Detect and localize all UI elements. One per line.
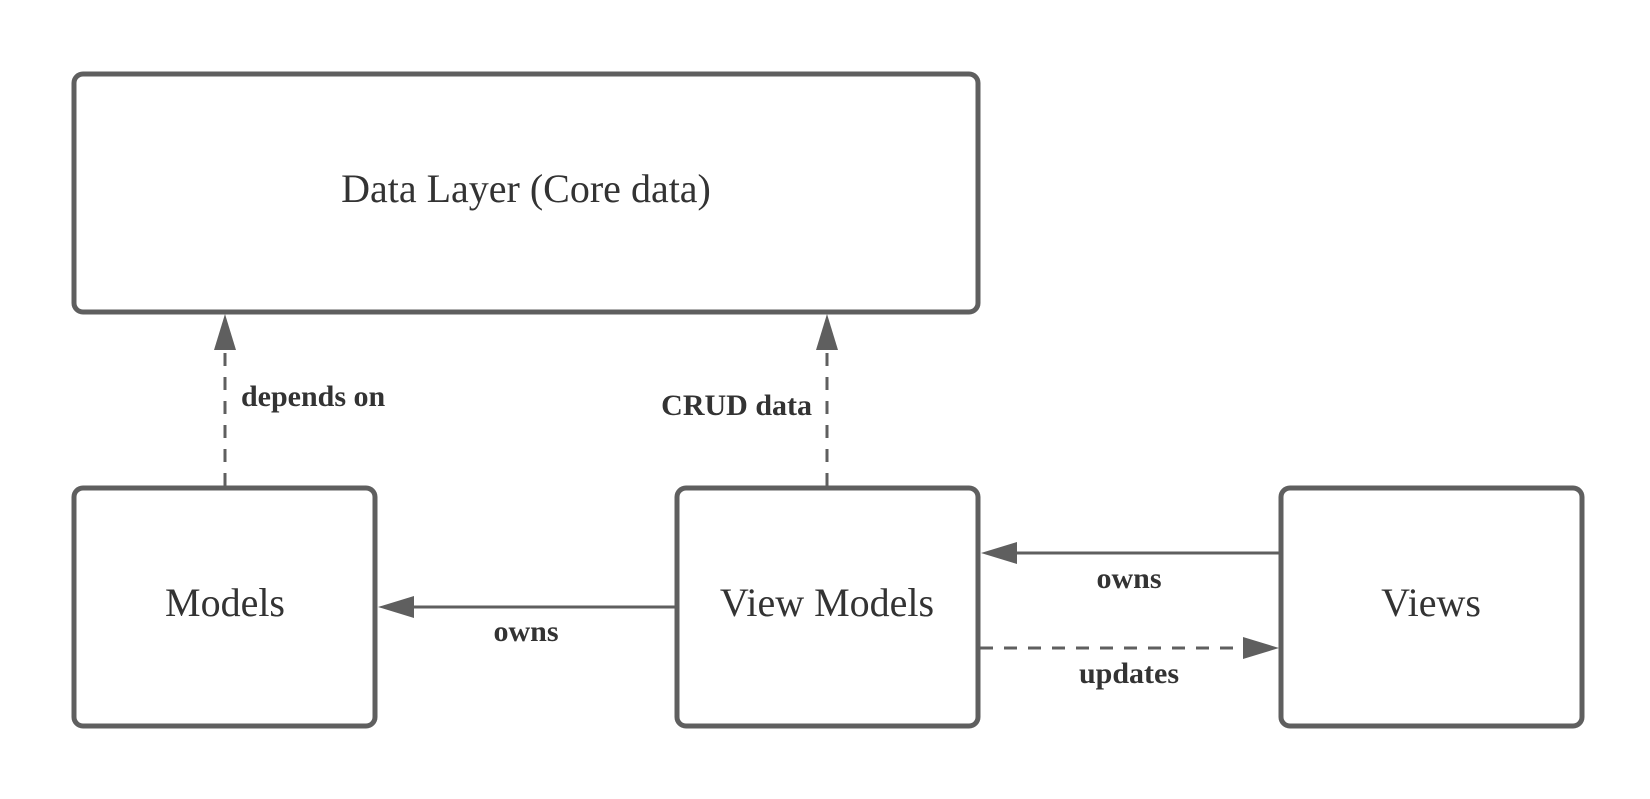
node-view-models-label: View Models: [720, 580, 934, 625]
arrow-left-icon: [981, 542, 1017, 564]
node-data-layer: Data Layer (Core data): [71, 71, 981, 315]
node-data-layer-label: Data Layer (Core data): [341, 166, 711, 211]
node-models: Models: [71, 485, 378, 729]
arrow-right-icon: [1243, 637, 1279, 659]
arrow-left-icon: [378, 596, 414, 618]
arrow-up-icon: [816, 314, 838, 350]
edge-view-models-to-views: updates: [980, 637, 1279, 690]
edge-views-to-view-models: owns: [981, 542, 1279, 595]
edge-view-models-to-data-layer: CRUD data: [661, 314, 838, 486]
node-views: Views: [1278, 485, 1585, 729]
edge-models-to-data-layer-label: depends on: [241, 380, 386, 413]
edge-view-models-to-views-label: updates: [1079, 657, 1179, 690]
edge-view-models-to-models: owns: [378, 596, 675, 648]
arrow-up-icon: [214, 314, 236, 350]
node-view-models: View Models: [674, 485, 981, 729]
edge-models-to-data-layer: depends on: [214, 314, 386, 486]
edge-view-models-to-data-layer-label: CRUD data: [661, 389, 812, 422]
edge-views-to-view-models-label: owns: [1096, 562, 1161, 595]
edge-view-models-to-models-label: owns: [493, 615, 558, 648]
node-models-label: Models: [165, 580, 285, 625]
node-views-label: Views: [1381, 580, 1481, 625]
